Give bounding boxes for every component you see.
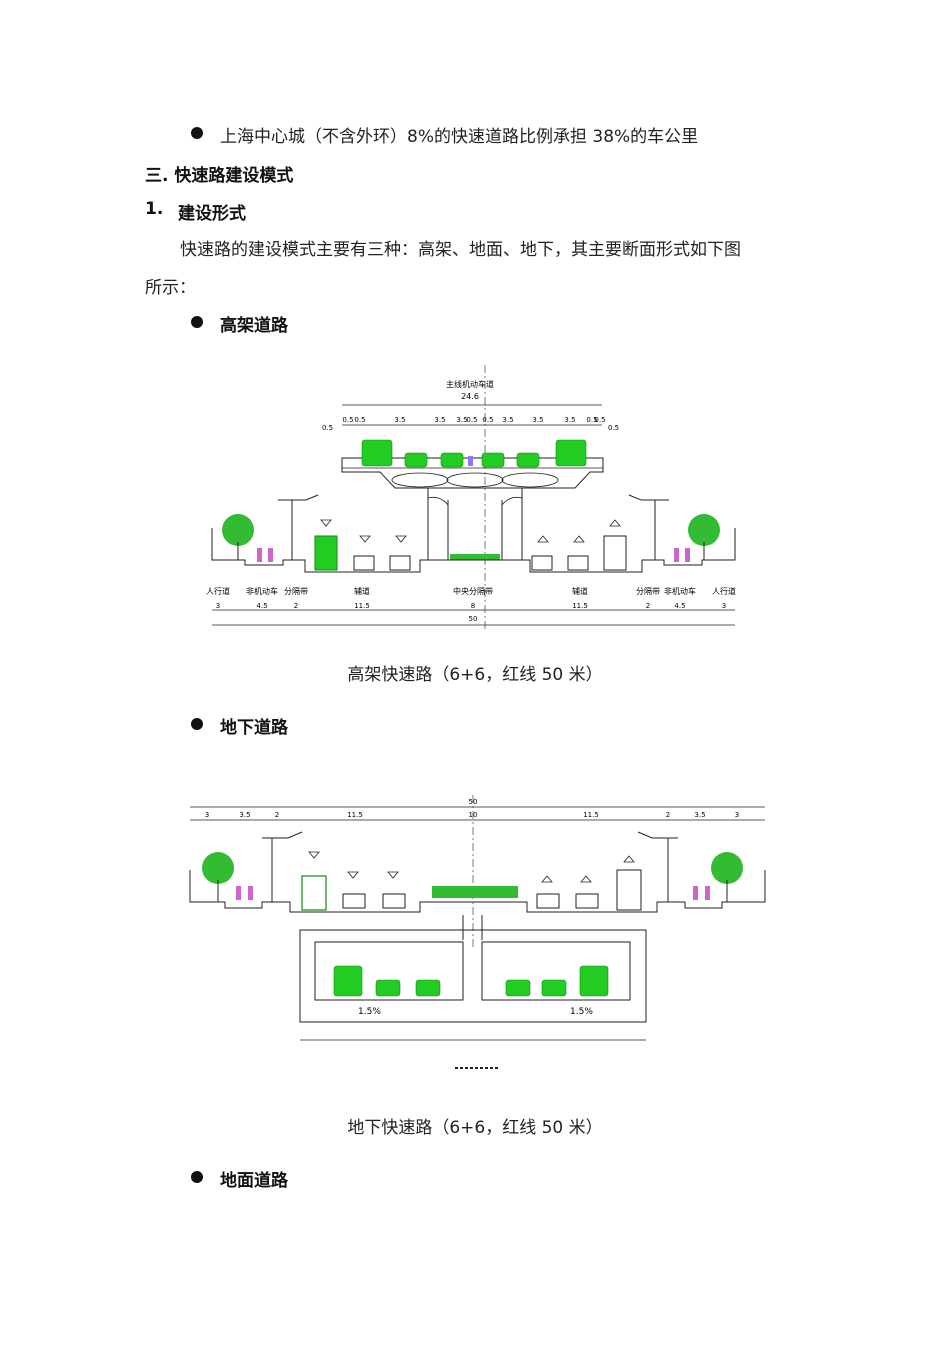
fig1-top-dim: 3.5 <box>502 416 513 424</box>
bullet-dot <box>191 316 203 328</box>
section-title: 三. 快速路建设模式 <box>145 166 294 186</box>
fig1-top-dim: 3.5 <box>532 416 543 424</box>
fig2-zone-width: 3 <box>205 811 209 819</box>
fig1-zone-width: 11.5 <box>354 602 370 610</box>
fig2-zone-width: 2 <box>275 811 279 819</box>
fig1-zone-label: 分隔带 <box>284 587 308 596</box>
fig1-edge-right: 0.5 <box>608 424 619 432</box>
deck-vehicles <box>361 439 587 468</box>
fig1-zone-width: 8 <box>471 602 475 610</box>
bullet-dot <box>191 127 203 139</box>
heading-elevated-road: 高架道路 <box>220 316 288 336</box>
fig1-zone-label: 非机动车 <box>664 586 696 596</box>
subsection-title: 建设形式 <box>178 204 246 224</box>
fig1-top-dim: 3.5 <box>434 416 445 424</box>
fig1-top-dim: 0.5 <box>586 416 597 424</box>
fig1-total: 50 <box>469 615 478 623</box>
fig2-slope-right: 1.5% <box>570 1007 593 1017</box>
fig1-zone-width: 3 <box>216 602 220 610</box>
fig2-zone-width: 2 <box>666 811 670 819</box>
fig1-top-dim: 0.5 <box>482 416 493 424</box>
fig1-zone-width: 2 <box>646 602 650 610</box>
caption-elevated: 高架快速路（6+6，红线 50 米） <box>347 665 603 685</box>
fig1-zone-label: 分隔带 <box>636 587 660 596</box>
bullet-dot <box>191 1171 203 1183</box>
fig1-zone-label: 人行道 <box>206 586 230 596</box>
fig2-zone-width: 11.5 <box>583 811 599 819</box>
bullet-text-ratio: 上海中心城（不含外环）8%的快速道路比例承担 38%的车公里 <box>220 127 699 147</box>
fig1-zone-width: 4.5 <box>674 602 685 610</box>
fig1-top-dim: 3.5 <box>456 416 467 424</box>
fig1-zone-label: 辅道 <box>572 586 588 596</box>
fig2-zone-width: 3 <box>735 811 739 819</box>
fig1-top-total: 24.6 <box>461 392 479 401</box>
fig1-zone-width: 3 <box>722 602 726 610</box>
fig2-zone-width: 3.5 <box>239 811 250 819</box>
fig2-slope-left: 1.5% <box>358 1007 381 1017</box>
heading-underground-road: 地下道路 <box>220 718 288 738</box>
fig2-zone-width: 11.5 <box>347 811 363 819</box>
fig1-top-dim: 0.5 <box>354 416 365 424</box>
fig1-zone-width: 11.5 <box>572 602 588 610</box>
fig1-top-dim: 0.5 <box>594 416 605 424</box>
fig1-zone-width: 4.5 <box>256 602 267 610</box>
fig1-top-dim: 0.5 <box>342 416 353 424</box>
intro-paragraph-line1: 快速路的建设模式主要有三种：高架、地面、地下，其主要断面形式如下图 <box>180 240 741 260</box>
fig1-top-label: 主线机动车道 <box>446 379 494 389</box>
subsection-number: 1. <box>145 199 164 219</box>
intro-paragraph-line2: 所示： <box>145 278 196 298</box>
fig1-top-dim: 3.5 <box>564 416 575 424</box>
fig1-top-dim: 0.5 <box>466 416 477 424</box>
caption-underground: 地下快速路（6+6，红线 50 米） <box>347 1118 603 1138</box>
fig1-zone-label: 中央分隔带 <box>453 586 493 596</box>
fig1-zone-label: 人行道 <box>712 586 736 596</box>
heading-ground-road: 地面道路 <box>220 1171 288 1191</box>
fig2-zone-width: 3.5 <box>694 811 705 819</box>
bullet-dot <box>191 718 203 730</box>
fig1-zone-width: 2 <box>294 602 298 610</box>
fig1-edge-left: 0.5 <box>322 424 333 432</box>
fig1-top-dim: 3.5 <box>394 416 405 424</box>
fig1-zone-label: 辅道 <box>354 586 370 596</box>
fig1-zone-label: 非机动车 <box>246 586 278 596</box>
